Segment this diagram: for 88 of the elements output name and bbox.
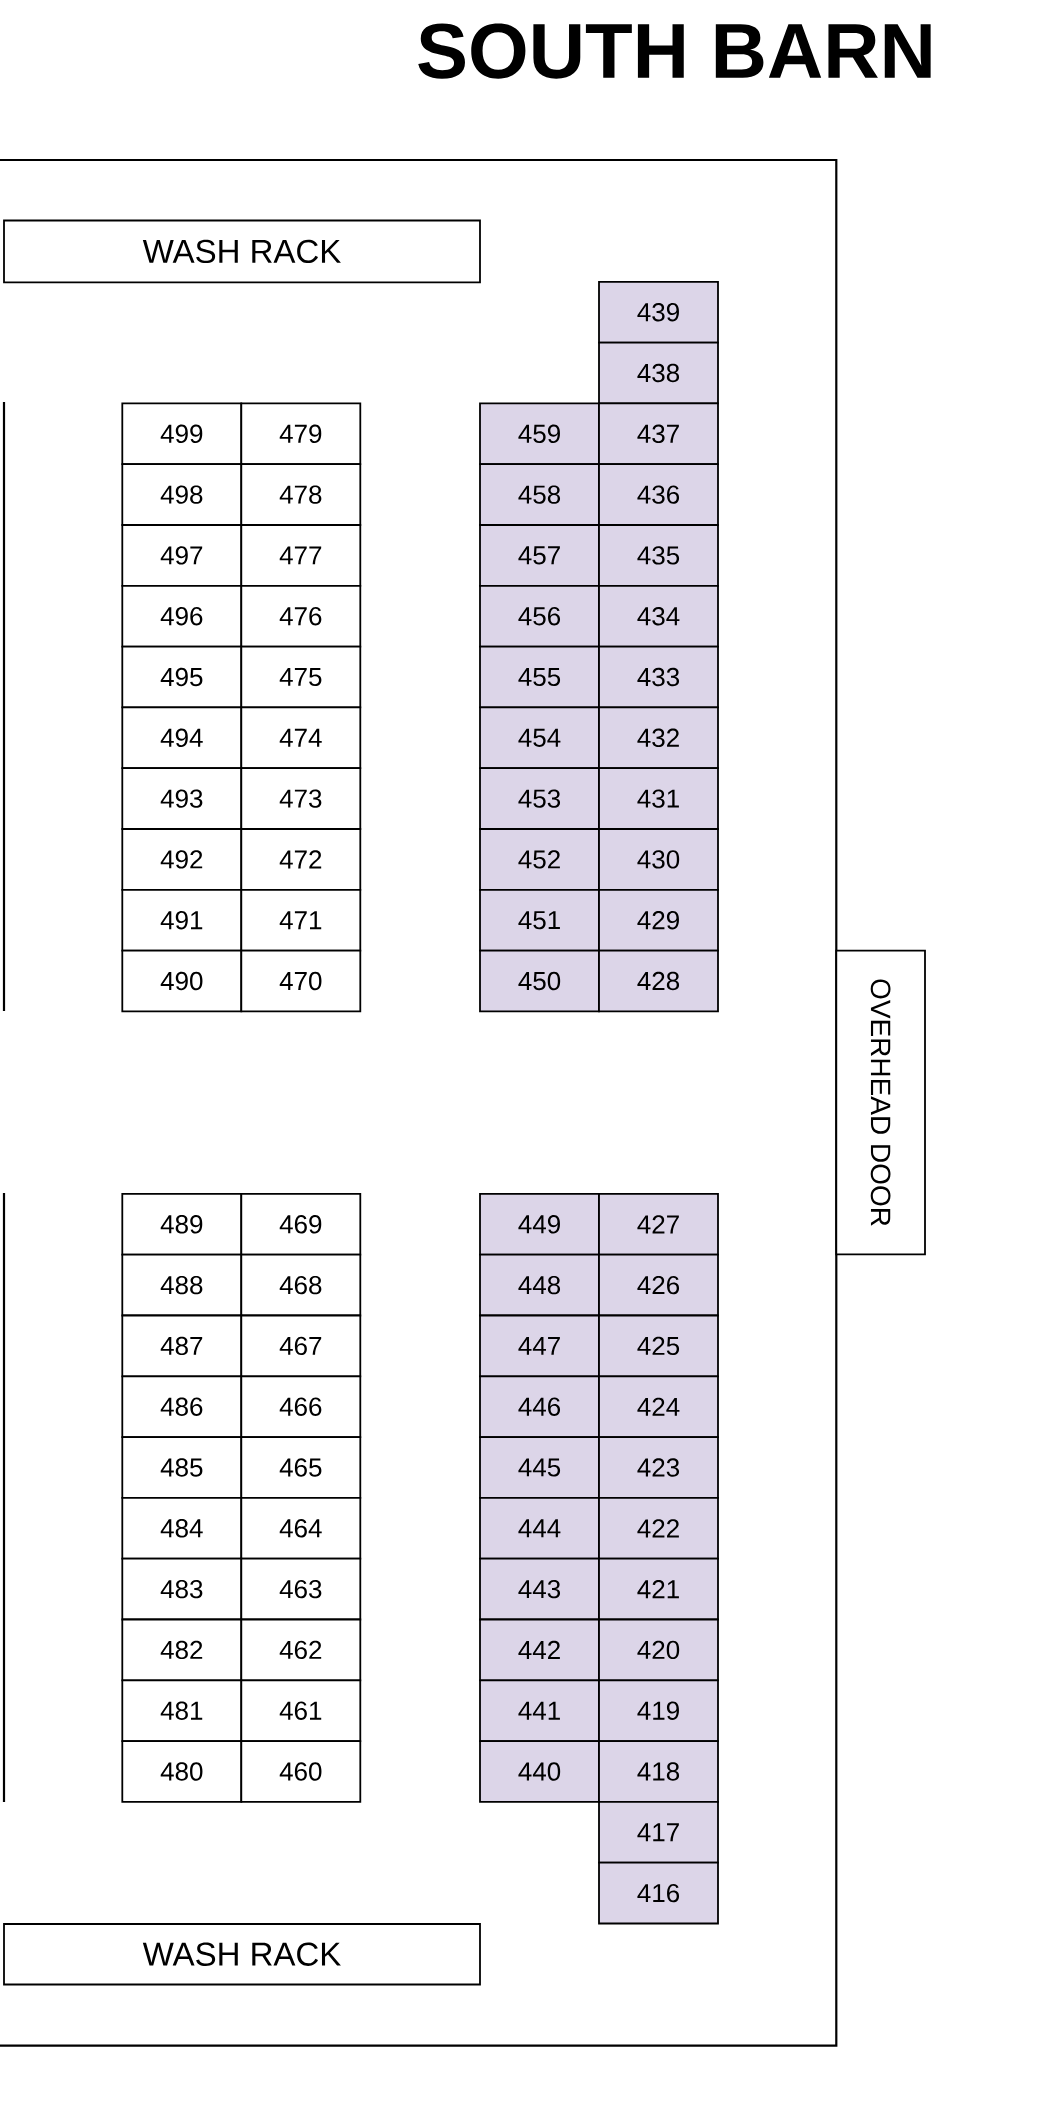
overhead-door-box: OVERHEAD DOOR [835, 949, 926, 1256]
stall-box: 456 [479, 584, 600, 648]
stall-box: 427 [598, 1193, 719, 1256]
stall-box: 460 [240, 1740, 362, 1803]
stall-box: 416 [598, 1861, 719, 1925]
stall-box: 452 [479, 828, 600, 891]
stall-box: 484 [121, 1497, 243, 1560]
stall-box: 469 [240, 1193, 362, 1256]
stall-box: 430 [598, 828, 719, 891]
stall-box: 471 [240, 888, 362, 952]
stall-box: 459 [479, 402, 600, 466]
stall-box: 498 [121, 463, 243, 526]
stall-box: 480 [121, 1740, 243, 1803]
stall-box: 476 [240, 584, 362, 648]
stall-box: 447 [479, 1314, 600, 1378]
stall-box: 491 [121, 888, 243, 952]
stall-box: 424 [598, 1375, 719, 1438]
stall-box: 458 [479, 463, 600, 526]
stall-box: 432 [598, 706, 719, 770]
stall-box: 496 [121, 584, 243, 648]
stall-box: 450 [479, 949, 600, 1013]
stall-box: 446 [479, 1375, 600, 1438]
stall-box: 499 [121, 402, 243, 466]
stall-box: 442 [479, 1618, 600, 1682]
stall-box: 428 [598, 949, 719, 1013]
stall-box: 492 [121, 828, 243, 891]
stall-box: 455 [479, 645, 600, 709]
stall-box: 420 [598, 1618, 719, 1682]
stall-box: 451 [479, 888, 600, 952]
stall-box: 445 [479, 1436, 600, 1499]
stall-box: 443 [479, 1557, 600, 1621]
stall-box: 477 [240, 524, 362, 587]
title: SOUTH BARN [418, 23, 931, 79]
stall-box: 487 [121, 1314, 243, 1378]
stall-box: 489 [121, 1193, 243, 1256]
stall-box: 421 [598, 1557, 719, 1621]
stall-box: 439 [598, 280, 719, 344]
stall-box: 465 [240, 1436, 362, 1499]
stall-box: 483 [121, 1557, 243, 1621]
stall-box: 444 [479, 1497, 600, 1560]
stall-box: 454 [479, 706, 600, 770]
stall-box: 434 [598, 584, 719, 648]
stall-box: 470 [240, 949, 362, 1013]
stall-box: 448 [479, 1253, 600, 1317]
stall-box: 431 [598, 767, 719, 830]
stall-box: 429 [598, 888, 719, 952]
stall-box: 472 [240, 828, 362, 891]
stall-box: 493 [121, 767, 243, 830]
stall-box: 425 [598, 1314, 719, 1378]
stall-box: 422 [598, 1497, 719, 1560]
stall-box: 463 [240, 1557, 362, 1621]
stall-box: 467 [240, 1314, 362, 1378]
stall-box: 453 [479, 767, 600, 830]
stall-box: 419 [598, 1679, 719, 1742]
stall-box: 485 [121, 1436, 243, 1499]
stall-box: 488 [121, 1253, 243, 1317]
stall-box: 482 [121, 1618, 243, 1682]
stall-box: 474 [240, 706, 362, 770]
stall-box: 486 [121, 1375, 243, 1438]
stall-box: 461 [240, 1679, 362, 1742]
wash-rack-box: WASH RACK [3, 219, 481, 284]
stall-box: 436 [598, 463, 719, 526]
stall-box: 449 [479, 1193, 600, 1256]
stall-box: 433 [598, 645, 719, 709]
stall-box: 418 [598, 1740, 719, 1803]
stall-box: 435 [598, 524, 719, 587]
stall-box: 441 [479, 1679, 600, 1742]
stall-box: 497 [121, 524, 243, 587]
stall-box: 426 [598, 1253, 719, 1317]
stall-box: 478 [240, 463, 362, 526]
stall-box: 473 [240, 767, 362, 830]
stall-box: 495 [121, 645, 243, 709]
stall-box: 462 [240, 1618, 362, 1682]
stall-box: 440 [479, 1740, 600, 1803]
stall-box: 490 [121, 949, 243, 1013]
stall-box: 481 [121, 1679, 243, 1742]
stall-box: 466 [240, 1375, 362, 1438]
stall-box: 468 [240, 1253, 362, 1317]
stall-box: 437 [598, 402, 719, 466]
wash-rack-box: WASH RACK [3, 1923, 481, 1986]
stall-box: 494 [121, 706, 243, 770]
stall-box: 479 [240, 402, 362, 466]
stall-box: 475 [240, 645, 362, 709]
stall-box: 423 [598, 1436, 719, 1499]
stall-box: 417 [598, 1801, 719, 1864]
stall-box: 438 [598, 341, 719, 405]
stall-box: 464 [240, 1497, 362, 1560]
stall-box: 457 [479, 524, 600, 587]
